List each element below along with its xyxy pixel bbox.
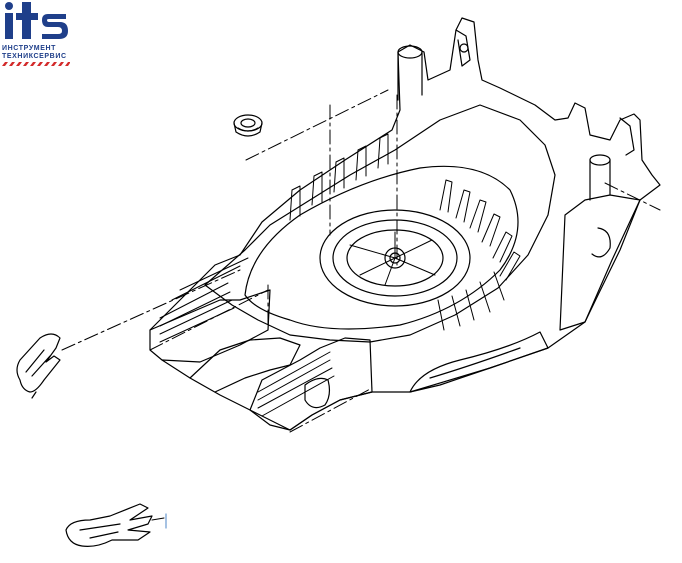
leader-lines <box>62 90 660 520</box>
mower-deck-housing <box>150 18 660 430</box>
bushing-part <box>234 115 262 136</box>
logo-text-line2: ТЕХНИКСЕРВИС <box>2 53 67 60</box>
logo-text-line1: ИНСТРУМЕНТ <box>2 45 57 52</box>
its-logo-mark <box>5 2 68 39</box>
company-logo: ИНСТРУМЕНТ ТЕХНИКСЕРВИС <box>0 0 72 72</box>
logo-hazard-stripe <box>2 62 70 66</box>
left-clip-part <box>17 334 60 398</box>
bottom-clip-part <box>66 504 166 546</box>
cooling-ribs <box>438 180 520 330</box>
blade-hub <box>333 220 457 296</box>
